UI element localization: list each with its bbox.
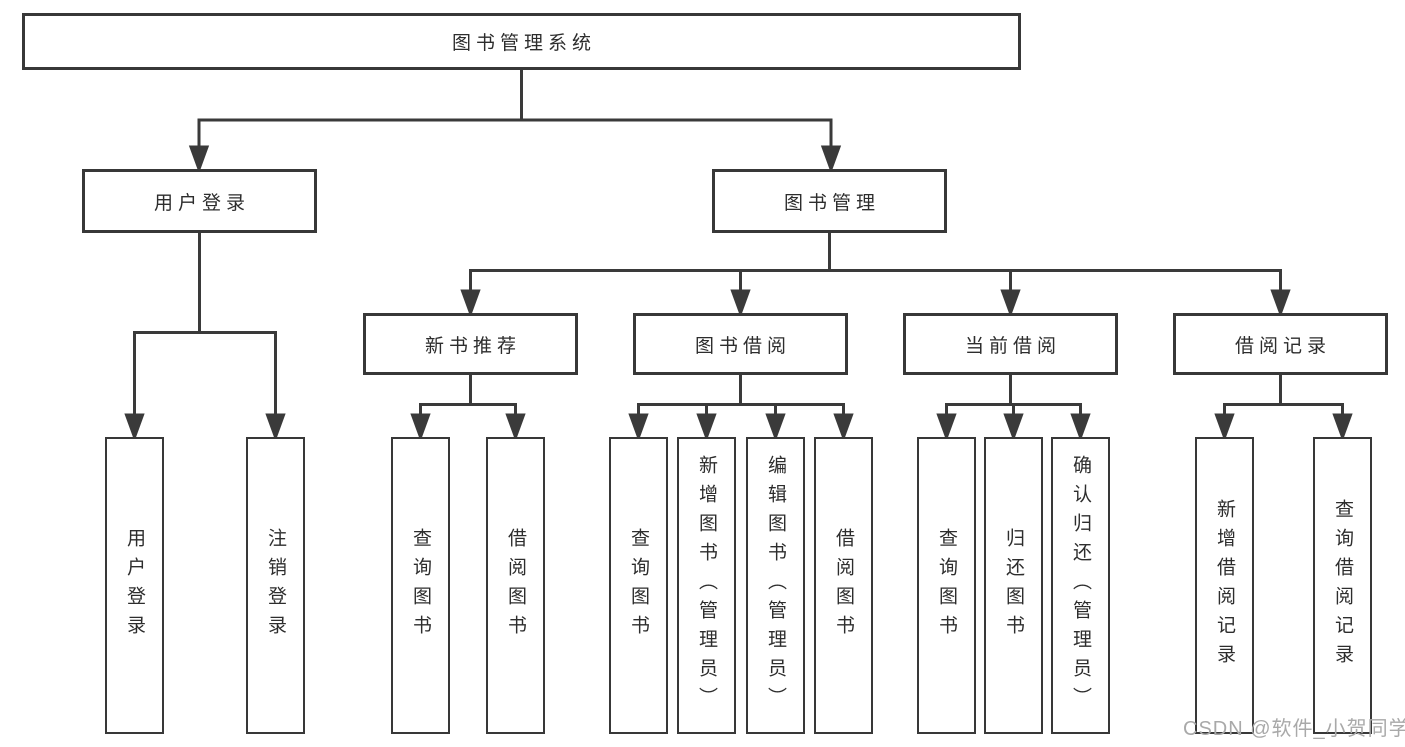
- leaf-add-book-admin: 新增图书（管理员）: [677, 437, 736, 734]
- leaf-label: 归还图书: [1003, 527, 1024, 644]
- leaf-label: 编辑图书（管理员）: [765, 455, 786, 716]
- arrow-down-icon: [505, 413, 526, 442]
- node-label: 借阅记录: [1234, 335, 1331, 357]
- connector-borrowing-records-to-leaves: [1214, 375, 1353, 442]
- leaf-label: 借阅图书: [505, 527, 526, 644]
- leaf-query-books-current: 查询图书: [917, 437, 976, 734]
- leaf-label: 注销登录: [265, 527, 286, 644]
- leaf-return-book: 归还图书: [984, 437, 1043, 734]
- leaf-user-login: 用户登录: [105, 437, 164, 734]
- arrow-down-icon: [765, 413, 786, 442]
- node-book-borrowing: 图书借阅: [633, 313, 848, 375]
- node-user-login: 用户登录: [82, 169, 317, 233]
- arrow-down-icon: [1214, 413, 1235, 442]
- leaf-label: 查询图书: [628, 527, 649, 644]
- arrow-down-icon: [1270, 289, 1291, 318]
- leaf-confirm-return-admin: 确认归还（管理员）: [1051, 437, 1110, 734]
- node-library-management-system: 图书管理系统: [22, 13, 1021, 70]
- node-label: 图书管理系统: [451, 33, 596, 54]
- connector-book-borrowing-to-leaves: [628, 375, 854, 442]
- node-borrowing-records: 借阅记录: [1173, 313, 1388, 375]
- arrow-down-icon: [265, 413, 286, 442]
- node-label: 用户登录: [153, 192, 250, 214]
- leaf-label: 查询图书: [410, 527, 431, 644]
- leaf-logout: 注销登录: [246, 437, 305, 734]
- leaf-label: 确认归还（管理员）: [1070, 455, 1091, 716]
- arrow-down-icon: [696, 413, 717, 442]
- arrow-down-icon: [730, 289, 751, 318]
- leaf-label: 新增图书（管理员）: [696, 455, 717, 716]
- connector-user-login-to-leaves: [124, 233, 286, 442]
- arrow-down-icon: [833, 413, 854, 442]
- arrow-down-icon: [188, 145, 210, 174]
- leaf-label: 借阅图书: [833, 527, 854, 644]
- arrow-down-icon: [628, 413, 649, 442]
- node-label: 新书推荐: [424, 335, 521, 357]
- node-label: 当前借阅: [964, 335, 1061, 357]
- connector-book-management-to-level2: [460, 232, 1291, 318]
- node-label: 图书管理: [783, 192, 880, 214]
- connector-new-book-recommendation-to-leaves: [410, 375, 526, 442]
- node-current-borrowing: 当前借阅: [903, 313, 1118, 375]
- arrow-down-icon: [460, 289, 481, 318]
- connector-root-to-level1: [188, 70, 842, 174]
- leaf-query-borrow-record: 查询借阅记录: [1313, 437, 1372, 734]
- arrow-down-icon: [1000, 289, 1021, 318]
- leaf-query-books-borrowing: 查询图书: [609, 437, 668, 734]
- node-new-book-recommendation: 新书推荐: [363, 313, 578, 375]
- arrow-down-icon: [1003, 413, 1024, 442]
- arrow-down-icon: [1332, 413, 1353, 442]
- leaf-borrow-books-borrowing: 借阅图书: [814, 437, 873, 734]
- watermark: CSDN @软件_小贺同学: [1183, 718, 1405, 740]
- leaf-label: 新增借阅记录: [1214, 498, 1235, 673]
- node-book-management: 图书管理: [712, 169, 947, 233]
- leaf-query-books-recommend: 查询图书: [391, 437, 450, 734]
- leaf-borrow-books-recommend: 借阅图书: [486, 437, 545, 734]
- arrow-down-icon: [410, 413, 431, 442]
- arrow-down-icon: [820, 145, 842, 174]
- leaf-label: 查询图书: [936, 527, 957, 644]
- connector-current-borrowing-to-leaves: [936, 375, 1091, 442]
- node-label: 图书借阅: [694, 335, 791, 357]
- arrow-down-icon: [936, 413, 957, 442]
- leaf-label: 查询借阅记录: [1332, 498, 1353, 673]
- leaf-label: 用户登录: [124, 527, 145, 644]
- arrow-down-icon: [124, 413, 145, 442]
- arrow-down-icon: [1070, 413, 1091, 442]
- leaf-edit-book-admin: 编辑图书（管理员）: [746, 437, 805, 734]
- leaf-add-borrow-record: 新增借阅记录: [1195, 437, 1254, 734]
